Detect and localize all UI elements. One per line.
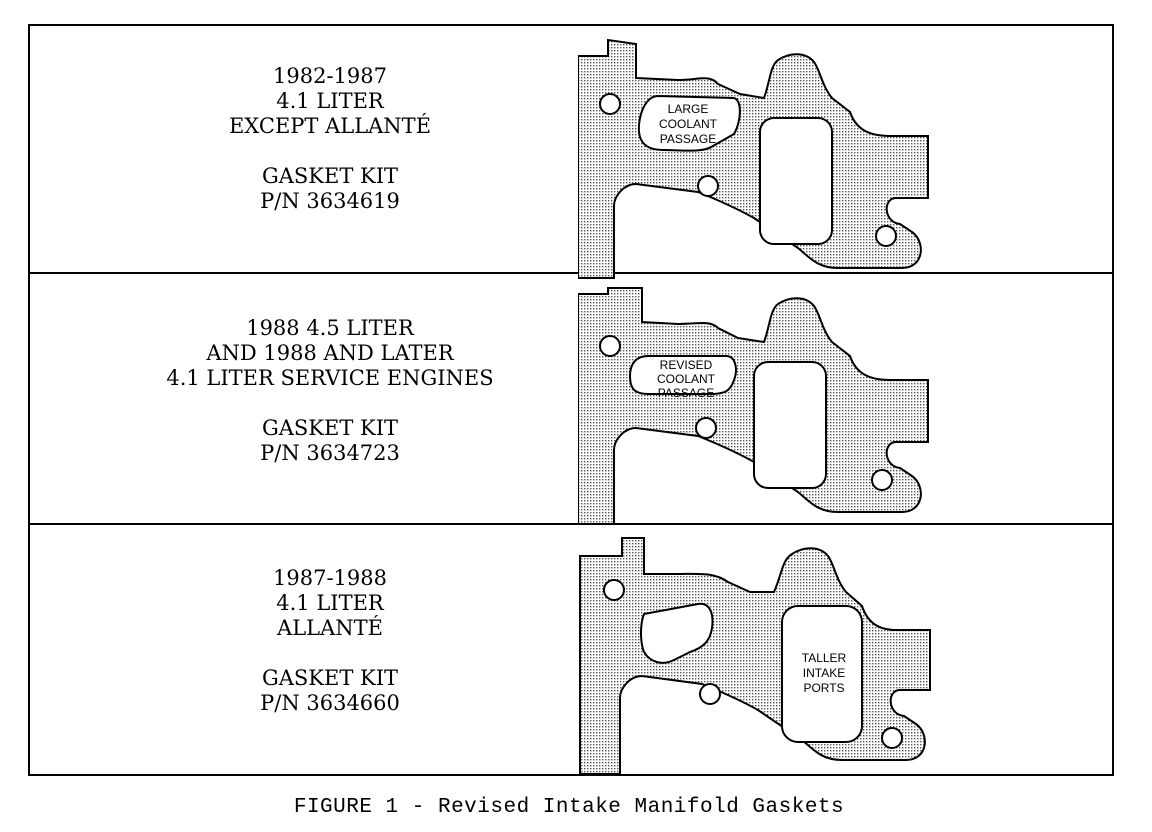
bolt-hole-3: [875, 225, 897, 247]
row-2-callout-line-2: COOLANT: [657, 372, 716, 386]
row-2-callout-line-3: PASSAGE: [658, 386, 714, 400]
intake-port: [753, 361, 827, 489]
row-1-heading-line-2: 4.1 LITER: [276, 89, 384, 113]
bolt-hole-2: [695, 417, 717, 439]
row-1-label: 1982-1987 4.1 LITER EXCEPT ALLANTÉ GASKE…: [90, 64, 570, 214]
row-1-callout-line-1: LARGE: [668, 102, 709, 116]
figure-caption: FIGURE 1 - Revised Intake Manifold Gaske…: [293, 796, 845, 819]
row-3-gasket-diagram: TALLER INTAKE PORTS: [579, 537, 931, 775]
row-3-heading-line-1: 1987-1988: [273, 566, 387, 590]
row-3-kit-title: GASKET KIT: [261, 666, 399, 690]
figure-frame: 1982-1987 4.1 LITER EXCEPT ALLANTÉ GASKE…: [28, 24, 1114, 776]
row-2-label: 1988 4.5 LITER AND 1988 AND LATER 4.1 LI…: [90, 316, 570, 466]
intake-port: [759, 117, 833, 245]
row-2-gasket-diagram: REVISED COOLANT PASSAGE: [578, 287, 929, 525]
row-2-heading-line-3: 4.1 LITER SERVICE ENGINES: [166, 366, 494, 390]
row-1-kit-title: GASKET KIT: [261, 164, 399, 188]
bolt-hole-2: [699, 683, 721, 705]
row-2-part-number: P/N 3634723: [260, 441, 400, 465]
revised-coolant-passage: [628, 355, 737, 395]
row-1-callout-line-3: PASSAGE: [660, 132, 716, 146]
row-1-part-number: P/N 3634619: [260, 189, 400, 213]
row-3-heading-line-2: 4.1 LITER: [276, 591, 384, 615]
row-1-heading-line-3: EXCEPT ALLANTÉ: [228, 114, 432, 138]
row-2-heading-line-1: 1988 4.5 LITER: [246, 316, 414, 340]
row-3-heading-line-3: ALLANTÉ: [277, 616, 383, 640]
large-coolant-passage: [637, 94, 741, 152]
bolt-hole-1: [603, 579, 625, 601]
bolt-hole-3: [881, 727, 903, 749]
row-1-heading-line-1: 1982-1987: [273, 64, 387, 88]
row-2-kit-title: GASKET KIT: [261, 416, 399, 440]
bolt-hole-1: [599, 93, 621, 115]
row-2-heading-line-2: AND 1988 AND LATER: [206, 341, 454, 365]
gasket-body: [578, 38, 929, 279]
row-3-callout-line-3: PORTS: [803, 681, 844, 695]
row-3-callout-line-1: TALLER: [802, 651, 847, 665]
bolt-hole-3: [871, 469, 893, 491]
row-1-callout-line-2: COOLANT: [659, 117, 718, 131]
row-divider: [30, 523, 1112, 525]
bolt-hole-1: [599, 335, 621, 357]
gasket-body: [579, 537, 931, 775]
row-3-part-number: P/N 3634660: [260, 691, 400, 715]
row-3-label: 1987-1988 4.1 LITER ALLANTÉ GASKET KIT P…: [90, 566, 570, 716]
row-1-gasket-diagram: LARGE COOLANT PASSAGE: [578, 38, 929, 279]
row-3-callout-line-2: INTAKE: [803, 666, 845, 680]
bolt-hole-2: [697, 175, 719, 197]
row-2-callout-line-1: REVISED: [660, 358, 713, 372]
coolant-passage: [640, 602, 714, 664]
row-divider: [30, 272, 1112, 274]
taller-intake-port: [781, 605, 863, 743]
